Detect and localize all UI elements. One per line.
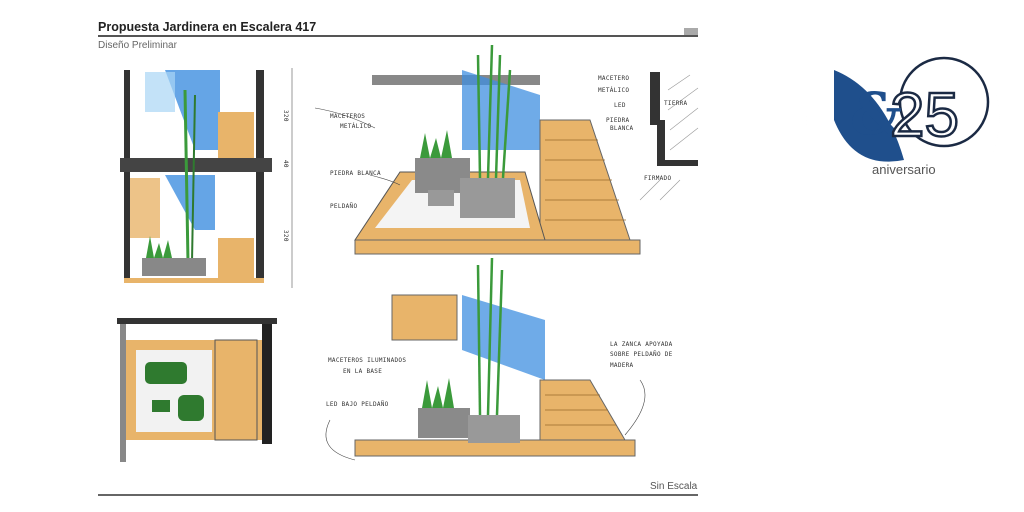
annotation-maceteros: MACETEROS <box>330 113 365 120</box>
logo-ring <box>898 56 990 148</box>
annotation-note-line3: MADERA <box>610 362 634 369</box>
annotation-metalico: METÁLICO <box>340 123 371 130</box>
logo-ampersand: & <box>850 80 902 148</box>
leaf-icon <box>834 70 904 162</box>
perspective-top-sketch: MACETEROS METÁLICO PIEDRA BLANCA PELDAÑO <box>314 44 641 255</box>
annotation-en-la-base: EN LA BASE <box>343 368 382 375</box>
annotation-firmado: FIRMADO <box>644 175 671 182</box>
scale-note: Sin Escala <box>650 481 698 492</box>
perspective-bottom-sketch: MACETEROS ILUMINADOS EN LA BASE LED BAJO… <box>325 257 673 461</box>
section-elevation-sketch: 320 40 320 <box>120 68 293 288</box>
logo-number: 25 <box>890 81 959 150</box>
dimension-label: 40 <box>282 160 289 168</box>
annotation-led: LED <box>614 102 626 109</box>
dimension-label: 320 <box>282 230 289 242</box>
footer-rule <box>98 494 698 496</box>
detail-sketch: MACETERO METÁLICO LED PIEDRA BLANCA TIER… <box>598 72 699 201</box>
page-title: Propuesta Jardinera en Escalera 417 <box>98 20 317 34</box>
dimension-label: 320 <box>282 110 289 122</box>
anniversary-logo: & 25 <box>806 24 1000 214</box>
annotation-macetero: MACETERO <box>598 75 629 82</box>
annotation-note-line2: SOBRE PELDAÑO DE <box>610 351 673 358</box>
annotation-note-line1: LA ZANCA APOYADA <box>610 341 673 348</box>
annotation-maceteros-iluminados: MACETEROS ILUMINADOS <box>328 357 406 364</box>
annotation-peldano: PELDAÑO <box>330 203 357 210</box>
title-rule <box>98 35 698 37</box>
annotation-metalico-detail: METÁLICO <box>598 87 629 94</box>
logo-caption: aniversario <box>872 162 936 177</box>
logo-emblem: & 25 <box>834 56 990 162</box>
annotation-tierra: TIERRA <box>664 100 688 107</box>
annotation-blanca: BLANCA <box>610 125 634 132</box>
page-subtitle: Diseño Preliminar <box>98 40 177 51</box>
annotation-led-bajo-peldano: LED BAJO PELDAÑO <box>326 401 389 408</box>
annotation-piedra-blanca: PIEDRA BLANCA <box>330 170 381 177</box>
title-rule-marker <box>684 28 698 35</box>
annotation-piedra: PIEDRA <box>606 117 630 124</box>
plan-sketch <box>117 318 277 462</box>
